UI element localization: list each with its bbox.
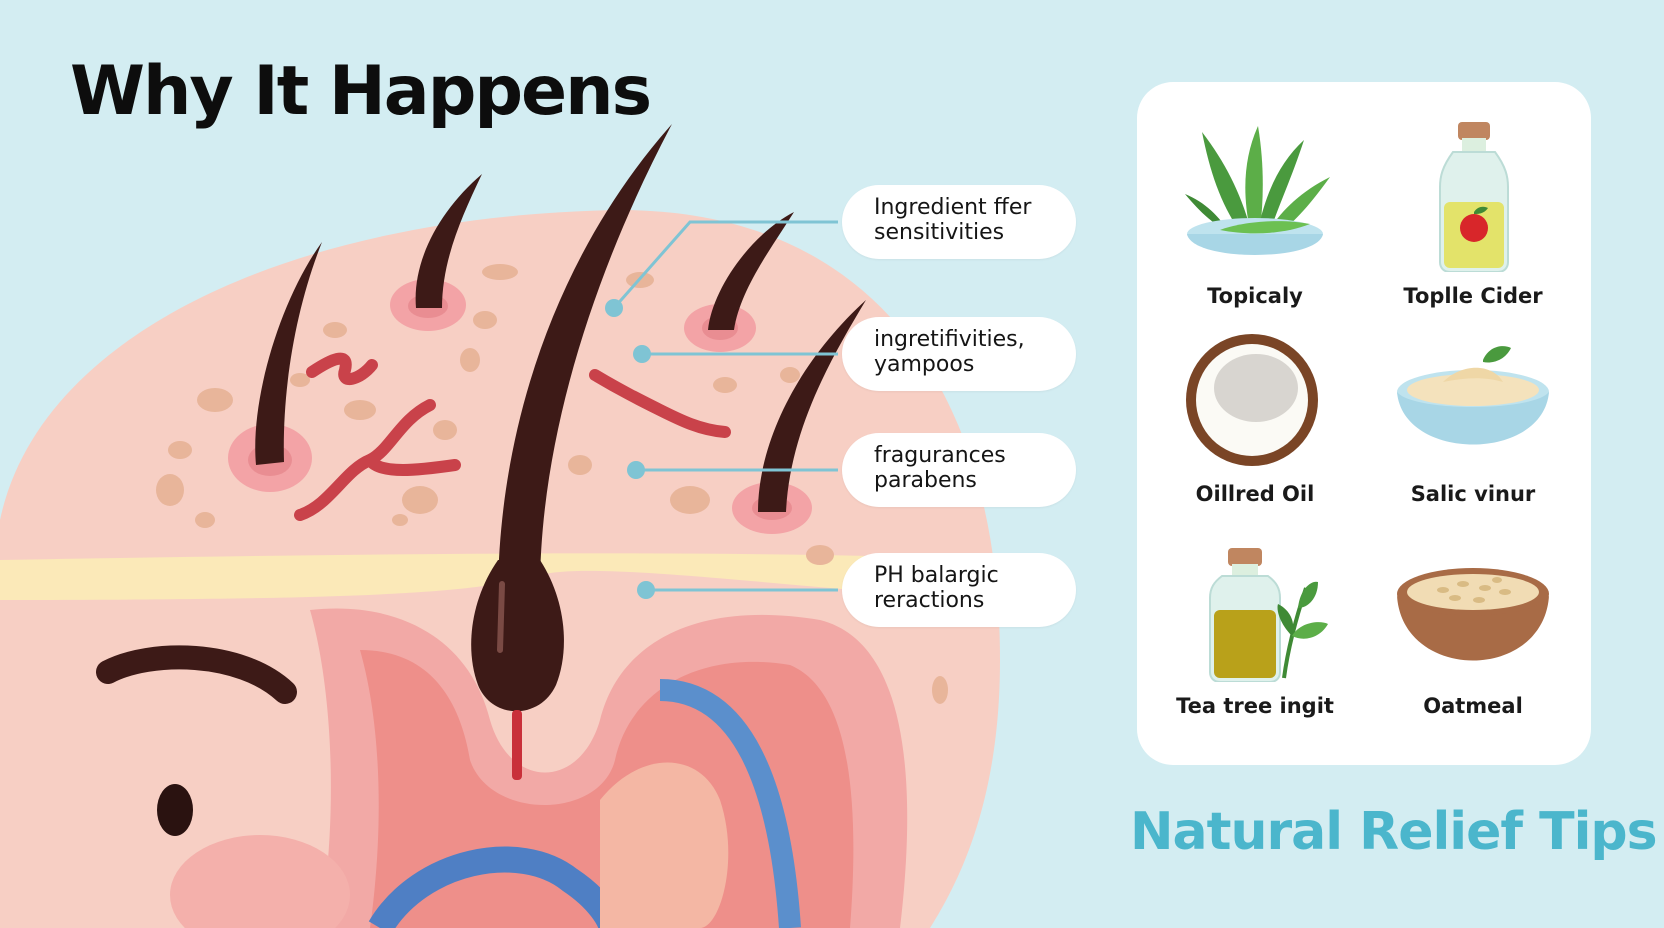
cause-line-2: reractions — [874, 588, 985, 613]
leader-dots — [605, 299, 655, 599]
apple-cider-bottle-icon — [1439, 122, 1509, 272]
scalp-spots — [156, 264, 948, 704]
hair-strands — [255, 174, 866, 512]
tip-tea-tree-oil: Tea tree ingit — [1155, 548, 1355, 718]
oatmeal-bowl-icon — [1397, 568, 1549, 661]
coconut-icon — [1186, 334, 1318, 466]
cause-callout-4: PH balargic reractions — [842, 553, 1076, 627]
leader-lines — [612, 220, 838, 592]
cause-callout-3: fragurances parabens — [842, 433, 1076, 507]
tip-label: Topicaly — [1207, 284, 1303, 308]
eye — [157, 784, 193, 836]
tip-label: Oatmeal — [1423, 694, 1523, 718]
blood-vessel-blue — [659, 679, 801, 928]
hair-root-vessel — [512, 710, 522, 780]
cause-line-1: Ingredient ffer — [874, 195, 1032, 220]
tip-label: Toplle Cider — [1403, 284, 1543, 308]
tip-aloe-vera: Topicaly — [1155, 122, 1355, 308]
tip-oatmeal: Oatmeal — [1373, 566, 1573, 718]
page-title: Why It Happens — [70, 52, 652, 131]
tip-label: Oillred Oil — [1195, 482, 1315, 506]
natural-relief-panel: Topicaly Toplle Cider Oillred Oil — [1137, 82, 1591, 765]
cause-callout-1: Ingredient ffer sensitivities — [842, 185, 1076, 259]
cause-line-1: fragurances — [874, 443, 1006, 468]
tip-apple-cider: Toplle Cider — [1373, 122, 1573, 308]
aloe-vera-icon — [1185, 126, 1330, 255]
tip-label: Tea tree ingit — [1176, 694, 1334, 718]
cheek — [170, 835, 350, 928]
cause-line-2: yampoos — [874, 352, 975, 377]
tip-cream-bowl: Salic vinur — [1373, 342, 1573, 506]
cause-line-2: sensitivities — [874, 220, 1005, 245]
main-hair-shaft — [498, 124, 672, 590]
eyebrow — [96, 645, 297, 704]
cause-line-1: PH balargic — [874, 563, 999, 588]
natural-relief-title: Natural Relief Tips — [1130, 802, 1658, 862]
cream-bowl-icon — [1397, 346, 1549, 445]
inner-tissue — [600, 762, 729, 928]
tip-coconut-oil: Oillred Oil — [1155, 330, 1355, 506]
tea-tree-oil-icon — [1209, 548, 1328, 682]
cause-callout-2: ingretifivities, yampoos — [842, 317, 1076, 391]
hair-bulb-highlight — [497, 581, 505, 653]
tip-label: Salic vinur — [1410, 482, 1536, 506]
cause-line-1: ingretifivities, — [874, 327, 1025, 352]
hair-bulb — [471, 560, 564, 712]
cause-line-2: parabens — [874, 468, 977, 493]
inflamed-capillaries — [294, 352, 731, 521]
